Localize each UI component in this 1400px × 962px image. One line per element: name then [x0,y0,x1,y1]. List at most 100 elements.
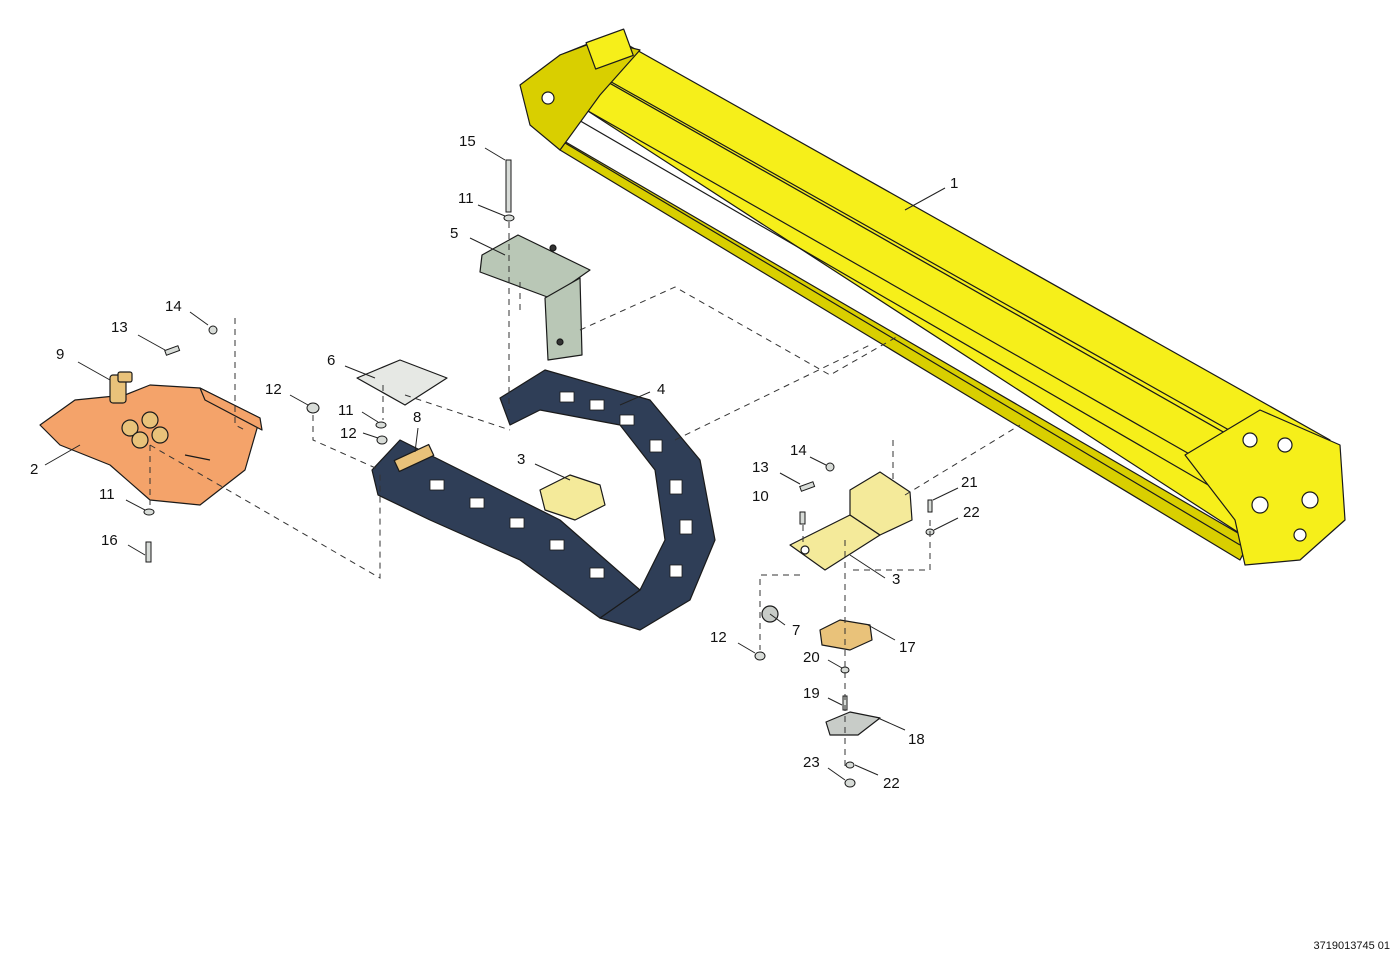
part-18-small-bracket [825,711,881,736]
chain-window [549,539,565,551]
chain-window [469,497,485,509]
leader-23 [827,767,846,781]
leader-18 [877,717,906,731]
leader-12c [737,642,756,654]
leader-3b [849,554,886,579]
green-bracket-hole-1 [549,244,557,252]
orange-plate-slot [184,454,211,461]
callout-3: 3 [517,451,525,468]
callout-15: 15 [459,133,476,150]
callout-20: 20 [803,649,820,666]
callout-6: 6 [327,352,335,369]
bolt-10 [799,511,806,525]
beam-right-end-hole-2 [1277,437,1293,453]
leader-19 [827,697,843,706]
callout-11: 11 [99,486,115,503]
leader-13a [137,334,166,351]
chain-window [679,519,693,535]
part-15-long-bolt [505,159,512,213]
leader-2 [44,444,81,466]
chain-window [669,479,683,495]
callout-7: 7 [792,622,800,639]
leader-8 [414,427,419,453]
beam-groove-4 [559,139,1241,546]
part-8-cable-bundle [393,443,435,473]
callout-12: 12 [710,629,727,646]
dash-line [904,424,1021,496]
leader-17 [867,624,896,641]
fitting-port-1 [121,419,139,437]
nut-23 [844,778,856,788]
leader-3a [534,463,571,481]
callout-23: 23 [803,754,820,771]
dash-line [149,444,381,579]
small-hardware [143,159,935,788]
bolt-16 [145,541,152,563]
green-bracket-hole-2 [556,338,564,346]
washer-14-right [825,462,835,472]
washer-14-left [208,325,218,335]
dash-line [579,286,901,376]
leader-21 [932,487,959,501]
fitting-port-2 [141,411,159,429]
leader-14a [189,311,209,326]
callout-4: 4 [657,381,665,398]
chain-window [589,567,605,579]
callout-11: 11 [338,402,354,419]
chain-window [429,479,445,491]
beam-top-face [559,34,1331,471]
leader-6 [344,365,376,379]
nut-12-right [754,651,766,661]
leader-lines [44,147,959,781]
dash-line [674,344,871,441]
part-6-small-plate [356,359,448,406]
chain-window [669,564,683,578]
callout-12: 12 [340,425,357,442]
nut-12-mid [376,435,388,445]
bolt-13-left [164,345,181,356]
leader-9 [77,361,111,381]
nut-12-left [306,402,320,414]
leader-1 [904,187,946,211]
beam-groove-2 [569,114,1261,516]
callout-3: 3 [892,571,900,588]
document-number: 3719013745 01 [1313,940,1390,952]
leader-20 [827,659,843,669]
dash-line [312,415,381,471]
callout-14: 14 [790,442,807,459]
chain-window [559,391,575,403]
callout-17: 17 [899,639,916,656]
beam-left-end-cap [519,39,641,151]
part-9-elbow-fitting [109,371,133,404]
chain-window [649,439,663,453]
beam-groove-1 [559,94,1271,501]
orange-plate-flange [199,387,263,431]
dash-line [234,318,246,431]
fitting-port-4 [151,426,169,444]
beam-left-end-plate [585,28,634,70]
leader-15 [484,147,506,161]
elbow-fitting-tip [117,371,133,383]
beam-right-end-cap [1184,409,1346,566]
part-4-cable-chain [371,369,716,631]
fitting-port-3 [131,431,149,449]
dash-line [850,520,931,571]
beam-groove-3 [589,69,1301,471]
beam-right-end-hole-4 [1301,491,1319,509]
callout-19: 19 [803,685,820,702]
callout-13: 13 [752,459,769,476]
part-3-yellow-bracket-left [539,474,606,521]
leader-22a [933,517,959,531]
callout-10: 10 [752,488,769,505]
right-bracket-upright [849,471,913,536]
beam-right-end-hole-1 [1242,432,1258,448]
leader-4 [619,391,651,406]
part-3-yellow-bracket-right [789,471,913,571]
callout-1: 1 [950,175,958,192]
leader-11c [125,499,146,511]
callout-14: 14 [165,298,182,315]
green-bracket-leg [544,277,583,361]
chain-window [619,414,635,426]
beam-right-end-hole-5 [1293,528,1307,542]
beam-right-end-hole-3 [1251,496,1269,514]
